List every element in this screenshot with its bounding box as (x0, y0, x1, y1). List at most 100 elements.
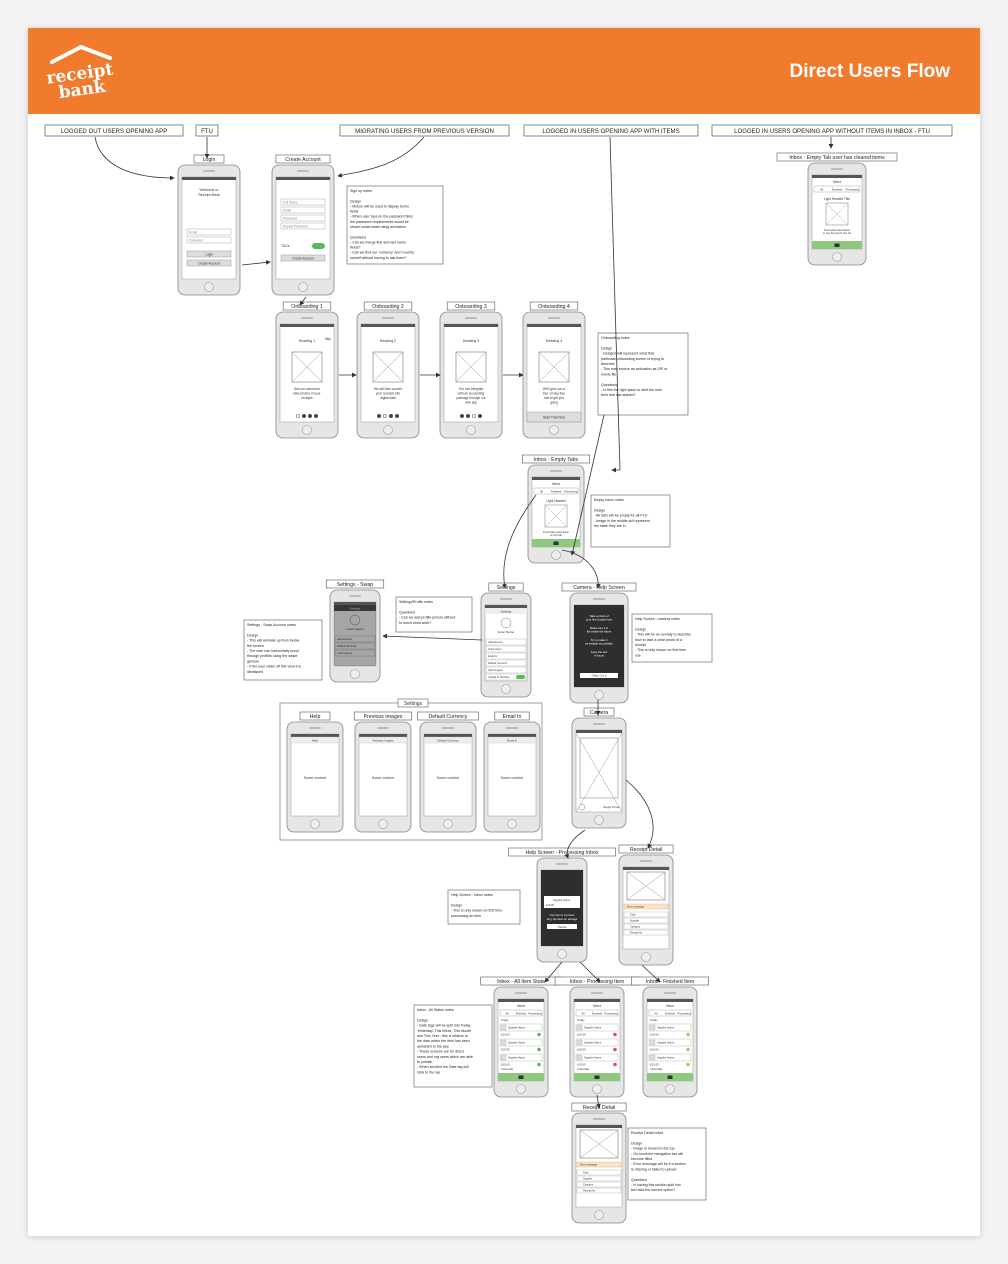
phone-display (575, 729, 623, 813)
segmented-control (813, 185, 861, 193)
note-line: use (635, 653, 641, 657)
phone-speaker (591, 992, 603, 994)
note-line: - Can we merge first and last name (350, 240, 406, 244)
screen-title: Camera (590, 710, 609, 716)
note-line: Questions (350, 235, 366, 239)
note-line: Design (635, 627, 646, 631)
note-line: and This Year - this is relative to (417, 1034, 468, 1038)
item-supplier: Supplier Name (657, 1056, 675, 1060)
settings-row-label: Email In (488, 654, 498, 658)
field-placeholder: Email (283, 209, 291, 213)
phone-screen-9: Settings - SwapSettingsLorem IpsumAdd Ac… (325, 579, 385, 683)
note-line: users and org users which are able (417, 1055, 473, 1059)
home-button-icon (383, 425, 393, 435)
viewfinder-cross (575, 732, 623, 813)
flow-connector (299, 296, 307, 306)
image-cross (579, 1129, 619, 1159)
detail-row-label: Total (630, 914, 636, 917)
note-line: how to take a clear photo of a (635, 638, 682, 642)
note-line: - Date tags will be split into Today, (417, 1024, 471, 1028)
thumbnail (649, 1054, 656, 1061)
help-text: Keep the text (591, 650, 608, 654)
settings-row (485, 652, 527, 660)
note-line: gesture (247, 659, 259, 663)
note-line: Design (594, 508, 605, 512)
screen-text: digital data (380, 396, 396, 400)
note-line: Sign up notes (350, 189, 372, 193)
screen-text: on this tab (550, 533, 563, 537)
error-banner (576, 1161, 622, 1168)
nav-bar (485, 608, 527, 614)
settings-row-label: Default Currency (337, 644, 357, 648)
thumbnail (649, 1039, 656, 1046)
screen-title: Email In (503, 714, 522, 720)
segmented-control (648, 1009, 692, 1017)
status-bar (623, 867, 669, 870)
status-bar (574, 999, 620, 1002)
settings-row-label: Add Account (337, 637, 352, 641)
segmented-control (533, 487, 579, 495)
status-bar (359, 734, 407, 737)
screen-text: Welcome to (200, 188, 219, 192)
screen-text: You can integrate (459, 387, 484, 391)
screen-title-box (282, 301, 332, 311)
phone-speaker (831, 168, 843, 170)
entry-label: LOGGED IN USERS OPENING APP WITH ITEMS (542, 128, 679, 135)
segment-label: All (540, 489, 543, 493)
flow-connector (579, 961, 601, 983)
screen-title: Settings - Swap (337, 582, 373, 588)
note-box (597, 332, 689, 416)
note-box (413, 1004, 493, 1088)
screen-text: T&Cs (281, 244, 290, 248)
segment-label: All (506, 1011, 509, 1015)
home-button-icon (641, 952, 651, 962)
phone-speaker (593, 598, 605, 600)
segmented-control (499, 1009, 543, 1017)
screen-title: Inbox - All Item State (497, 979, 545, 985)
image-cross (626, 871, 666, 901)
note-line: - When user taps on the password field, (350, 215, 413, 219)
segment-label: Finished (832, 187, 843, 191)
screen-text: Light Hearted (546, 499, 565, 503)
phone-speaker (664, 992, 676, 994)
note-line: Inbox - All States notes (417, 1008, 454, 1012)
segment-label: Processing (564, 489, 578, 493)
screen-text: Informative description (824, 228, 851, 232)
image-cross (825, 202, 849, 226)
settings-row (485, 666, 527, 674)
entry-label-box (711, 124, 953, 137)
item-amount: £10.00 (501, 1033, 510, 1037)
note-line: dismissed (247, 670, 263, 674)
screen-text: Lorem Ipsum (346, 627, 364, 631)
phone-speaker (593, 1118, 605, 1120)
nav-bar (358, 736, 408, 744)
entry-label: LOGGED IN USERS OPENING APP WITHOUT ITEM… (734, 128, 930, 135)
home-button-icon (204, 282, 214, 292)
phone-display (358, 733, 408, 817)
home-button-icon (832, 252, 842, 262)
screen-text: Inbox (593, 1004, 602, 1008)
screen-title: Help Screen - Processing Inbox (526, 850, 599, 856)
detail-row (576, 1181, 622, 1188)
screen-title: Help (310, 714, 321, 720)
screen-button (526, 411, 582, 423)
screen-title: Inbox - Empty Tab user has cleared items (789, 155, 885, 161)
error-message: Error message (580, 1163, 598, 1167)
note-line: Design (631, 1141, 642, 1145)
list-item (499, 1038, 543, 1047)
note-line: Yesterday, This Week, This Month (417, 1029, 471, 1033)
phone-display (487, 733, 537, 817)
screen-title-box (521, 454, 590, 464)
note-box (395, 596, 473, 633)
note-line: - Image in the middle will represent (594, 519, 650, 523)
phone-speaker (593, 723, 605, 725)
nav-bar (290, 736, 340, 744)
